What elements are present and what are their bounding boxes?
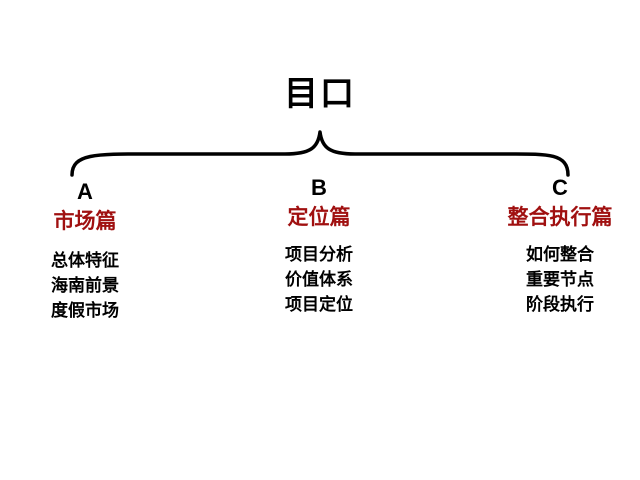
- section-letter: C: [552, 175, 568, 200]
- section-letter: B: [311, 175, 327, 200]
- section-letter: A: [77, 179, 93, 204]
- list-item: 度假市场: [51, 301, 119, 321]
- list-item: 海南前景: [51, 276, 119, 296]
- section-item-list: 总体特征 海南前景 度假市场: [30, 249, 140, 324]
- section-heading: 整合执行篇: [507, 205, 613, 229]
- list-item: 价值体系: [285, 270, 353, 290]
- section-market: A 市场篇 总体特征 海南前景 度假市场: [30, 179, 140, 324]
- list-item: 阶段执行: [526, 295, 594, 315]
- list-item: 如何整合: [526, 245, 594, 265]
- section-item-list: 项目分析 价值体系 项目定位: [260, 243, 378, 318]
- section-heading: 市场篇: [53, 209, 117, 233]
- curly-brace-shape: [70, 130, 570, 177]
- list-item: 总体特征: [51, 251, 119, 271]
- list-item: 项目定位: [285, 295, 353, 315]
- section-heading: 定位篇: [287, 205, 351, 229]
- list-item: 重要节点: [526, 270, 594, 290]
- list-item: 项目分析: [285, 245, 353, 265]
- section-item-list: 如何整合 重要节点 阶段执行: [486, 243, 634, 318]
- page-title: 目口: [284, 74, 356, 114]
- section-execution: C 整合执行篇 如何整合 重要节点 阶段执行: [486, 175, 634, 318]
- section-positioning: B 定位篇 项目分析 价值体系 项目定位: [260, 175, 378, 318]
